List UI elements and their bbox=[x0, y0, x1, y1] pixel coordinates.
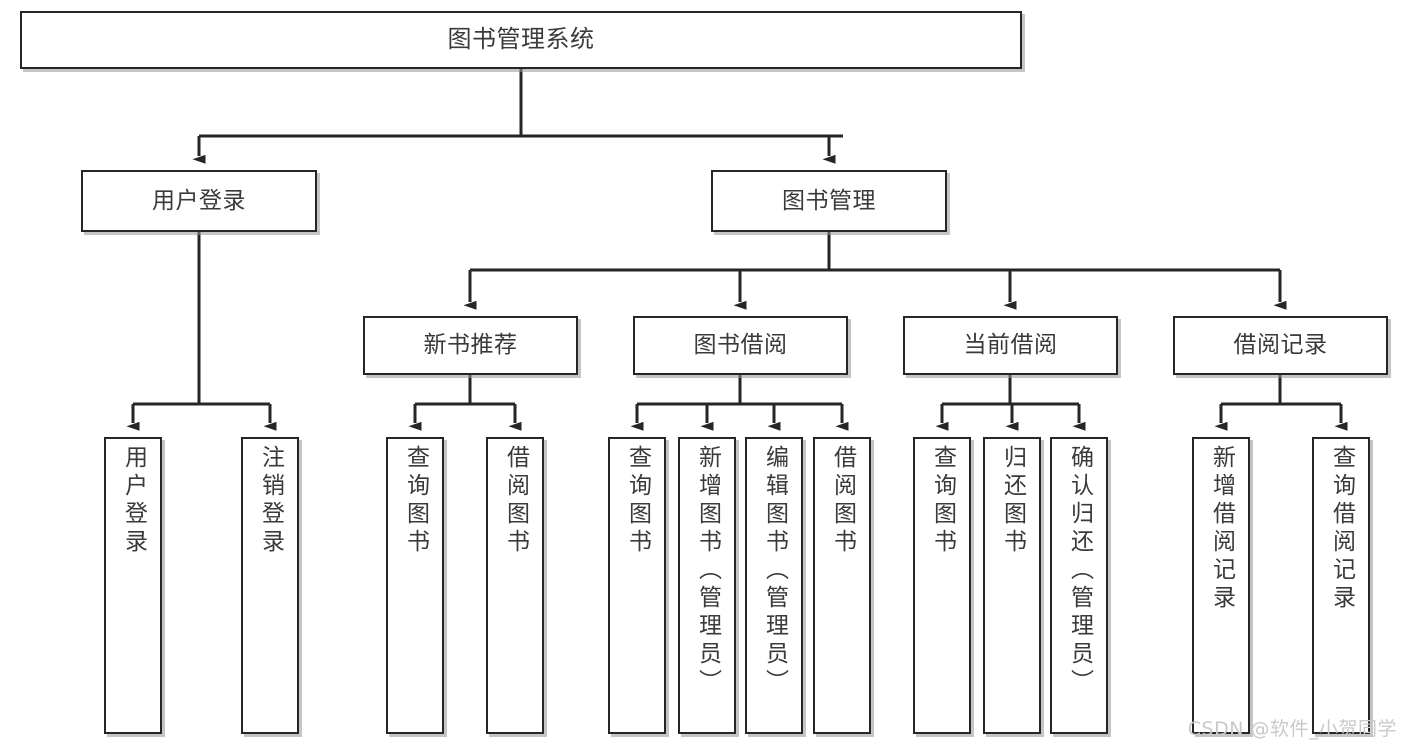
node-user-login[interactable]: 用户登录 bbox=[81, 170, 317, 232]
node-leaf-borrow-book-1[interactable]: 借阅图书 bbox=[486, 437, 544, 734]
node-leaf-edit-book-admin[interactable]: 编辑图书（管理员） bbox=[745, 437, 803, 734]
node-borrow-record-label: 借阅记录 bbox=[1233, 332, 1328, 359]
node-book-borrow-label: 图书借阅 bbox=[693, 332, 788, 359]
node-leaf-borrow-book-2[interactable]: 借阅图书 bbox=[813, 437, 871, 734]
node-leaf-logout-label: 注销登录 bbox=[257, 445, 284, 557]
node-leaf-query-book-1[interactable]: 查询图书 bbox=[386, 437, 444, 734]
node-leaf-edit-book-admin-label: 编辑图书（管理员） bbox=[761, 445, 788, 697]
node-new-book-recommend[interactable]: 新书推荐 bbox=[363, 316, 578, 375]
node-leaf-return-book[interactable]: 归还图书 bbox=[983, 437, 1041, 734]
node-user-login-label: 用户登录 bbox=[152, 187, 246, 214]
node-borrow-record[interactable]: 借阅记录 bbox=[1173, 316, 1388, 375]
node-leaf-return-book-label: 归还图书 bbox=[999, 445, 1026, 557]
node-leaf-user-login-label: 用户登录 bbox=[120, 445, 147, 557]
node-book-manage-label: 图书管理 bbox=[782, 187, 876, 214]
node-leaf-add-borrow-record-label: 新增借阅记录 bbox=[1208, 445, 1235, 613]
node-leaf-confirm-return-admin-label: 确认归还（管理员） bbox=[1066, 445, 1093, 697]
node-leaf-add-borrow-record[interactable]: 新增借阅记录 bbox=[1192, 437, 1250, 734]
node-leaf-query-book-1-label: 查询图书 bbox=[402, 445, 429, 557]
node-leaf-query-book-3-label: 查询图书 bbox=[929, 445, 956, 557]
node-leaf-add-book-admin-label: 新增图书（管理员） bbox=[694, 445, 721, 697]
node-leaf-user-login[interactable]: 用户登录 bbox=[104, 437, 162, 734]
node-leaf-borrow-book-2-label: 借阅图书 bbox=[829, 445, 856, 557]
node-leaf-query-borrow-record-label: 查询借阅记录 bbox=[1328, 445, 1355, 613]
node-leaf-borrow-book-1-label: 借阅图书 bbox=[502, 445, 529, 557]
node-leaf-query-book-2[interactable]: 查询图书 bbox=[608, 437, 666, 734]
node-leaf-query-book-2-label: 查询图书 bbox=[624, 445, 651, 557]
node-leaf-query-book-3[interactable]: 查询图书 bbox=[913, 437, 971, 734]
node-new-book-recommend-label: 新书推荐 bbox=[423, 332, 518, 359]
node-root-label: 图书管理系统 bbox=[447, 25, 595, 54]
node-leaf-logout[interactable]: 注销登录 bbox=[241, 437, 299, 734]
node-book-borrow[interactable]: 图书借阅 bbox=[633, 316, 848, 375]
node-root[interactable]: 图书管理系统 bbox=[20, 11, 1022, 69]
csdn-watermark: CSDN @软件_小贺同学 bbox=[1187, 718, 1397, 740]
node-leaf-add-book-admin[interactable]: 新增图书（管理员） bbox=[678, 437, 736, 734]
node-leaf-query-borrow-record[interactable]: 查询借阅记录 bbox=[1312, 437, 1370, 734]
node-current-borrow[interactable]: 当前借阅 bbox=[903, 316, 1118, 375]
node-book-manage[interactable]: 图书管理 bbox=[711, 170, 947, 232]
node-leaf-confirm-return-admin[interactable]: 确认归还（管理员） bbox=[1050, 437, 1108, 734]
node-current-borrow-label: 当前借阅 bbox=[963, 332, 1058, 359]
